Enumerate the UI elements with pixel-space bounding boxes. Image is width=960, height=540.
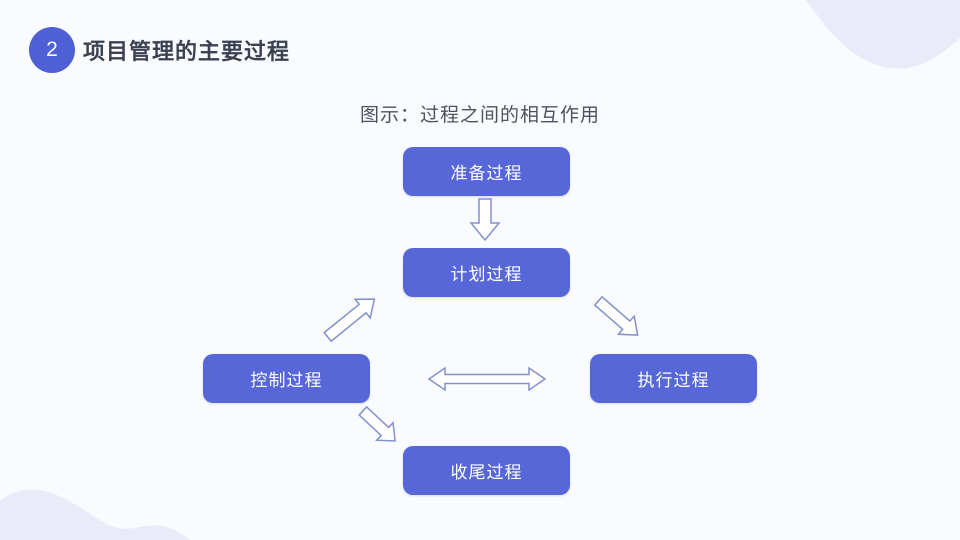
node-execute: 执行过程 [590, 354, 757, 403]
node-control: 控制过程 [203, 354, 370, 403]
arrow-down-right-icon [593, 295, 639, 336]
node-prepare: 准备过程 [403, 147, 570, 196]
wave-bottom-left [0, 489, 190, 540]
node-close-label: 收尾过程 [450, 463, 523, 482]
node-prepare-label: 准备过程 [450, 164, 523, 183]
page-title: 项目管理的主要过程 [83, 39, 291, 64]
arrow-down-right-icon [358, 405, 396, 442]
node-execute-label: 执行过程 [637, 371, 710, 390]
node-plan-label: 计划过程 [450, 265, 523, 284]
node-close: 收尾过程 [403, 446, 570, 495]
arrow-down-icon [469, 198, 501, 242]
diagram-caption: 图示：过程之间的相互作用 [359, 105, 600, 126]
node-control-label: 控制过程 [250, 371, 323, 390]
arrow-left-right-icon [428, 366, 546, 392]
section-number: 2 [46, 38, 58, 61]
wave-top-right [806, 0, 960, 69]
node-plan: 计划过程 [403, 248, 570, 297]
header: 2 项目管理的主要过程 [29, 27, 290, 73]
section-number-badge: 2 [29, 27, 75, 73]
arrow-up-right-icon [323, 298, 376, 343]
